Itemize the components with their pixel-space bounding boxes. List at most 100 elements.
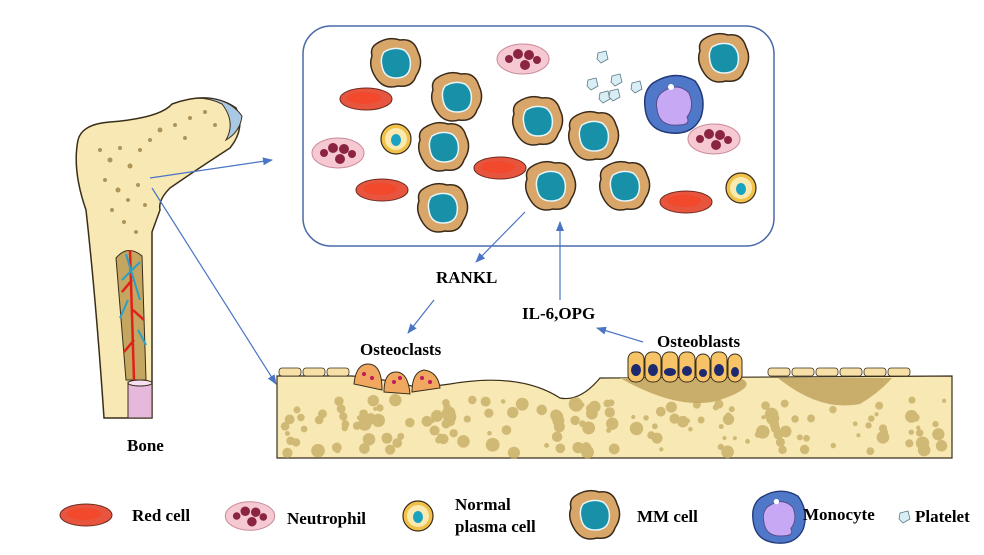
- bone-texture-dot: [282, 447, 293, 458]
- osteoclasts-cells: [353, 363, 441, 395]
- bone-texture-dot: [770, 423, 781, 434]
- bone-texture-dot: [432, 412, 440, 421]
- bone-texture-dot: [608, 443, 620, 455]
- bone-texture-dot: [935, 432, 942, 439]
- arrow-rankl-to-osteoclasts: [407, 299, 435, 334]
- bone-texture-dot: [555, 443, 566, 454]
- bone-texture-dot: [905, 439, 914, 448]
- bone-texture-dot: [449, 429, 458, 438]
- bone-texture-dot: [405, 417, 415, 428]
- bone-texture-dot: [905, 409, 918, 423]
- bone-texture-dot: [291, 438, 301, 447]
- bone-texture-dot: [865, 422, 872, 429]
- bone-texture-dot: [438, 433, 449, 445]
- bone-texture-dot: [908, 396, 916, 404]
- bone-texture-dot: [293, 406, 301, 414]
- bone-texture-dot: [920, 445, 928, 452]
- bone-texture-dot: [536, 404, 548, 416]
- bone-texture-dot: [829, 405, 837, 414]
- bone-texture-dot: [745, 438, 750, 444]
- mm-cell-icon: [568, 489, 621, 540]
- bone-texture-dot: [655, 406, 666, 417]
- bone-texture-dot: [381, 432, 393, 444]
- platelet-icon: [898, 510, 911, 524]
- bone-texture-dot: [721, 445, 734, 459]
- bone-texture-dot: [659, 447, 664, 452]
- red-cell: [355, 178, 409, 202]
- bone-texture-dot: [728, 406, 735, 413]
- bone-texture-dot: [874, 412, 879, 417]
- bone-texture-dot: [468, 395, 477, 405]
- bone-texture-dot: [367, 394, 379, 407]
- bone-texture-dot: [507, 446, 520, 459]
- bone-texture-dot: [852, 421, 858, 427]
- bone-texture-dot: [718, 424, 724, 429]
- legend-label-neutrophil: Neutrophil: [287, 509, 367, 528]
- neutrophil: [311, 137, 365, 169]
- neutrophil: [687, 123, 741, 155]
- bone-texture-dot: [421, 415, 433, 427]
- bone-texture-dot: [480, 396, 491, 407]
- bone-texture-dot: [582, 421, 596, 435]
- bone-texture-dot: [376, 404, 384, 412]
- bone-texture-dot: [280, 422, 290, 431]
- bone-texture-dot: [581, 445, 594, 459]
- bone-texture-dot: [485, 437, 500, 452]
- bone-texture-dot: [830, 442, 837, 449]
- rankl-label: RANKL: [436, 268, 498, 287]
- bone-texture-dot: [608, 419, 618, 429]
- red-cell: [659, 190, 713, 214]
- legend-label-monocyte: Monocyte: [803, 505, 875, 524]
- mm-cell: [416, 182, 469, 233]
- bone-texture-dot: [443, 410, 457, 424]
- bone-texture-dot: [311, 443, 325, 458]
- bone-texture-dot: [665, 401, 677, 413]
- bone-texture-dot: [297, 413, 305, 422]
- bone-texture-dot: [791, 415, 799, 423]
- bone-texture-dot: [916, 429, 924, 437]
- il6-opg-label: IL-6,OPG: [522, 304, 596, 323]
- neutrophil: [496, 43, 550, 75]
- bone-texture-dot: [807, 414, 815, 423]
- lining-cells-left: [278, 367, 350, 377]
- bone-texture-dot: [803, 434, 810, 442]
- legend-label-red-cell: Red cell: [132, 506, 191, 525]
- bone-texture-dot: [629, 421, 644, 436]
- bone-texture-dot: [941, 398, 947, 403]
- bone-texture-dot: [457, 435, 470, 448]
- bone-texture-dot: [362, 433, 376, 446]
- mm-cell: [524, 160, 577, 211]
- red-cell-icon: [59, 503, 113, 527]
- legend-label-plasma-line2: plasma cell: [455, 517, 536, 536]
- bone-texture-dot: [500, 399, 506, 404]
- mm-cell: [369, 37, 422, 88]
- bone-texture-dot: [572, 442, 584, 454]
- bone-texture-dot: [779, 425, 792, 438]
- bone-texture-dot: [761, 415, 766, 420]
- bone-texture-dot: [568, 397, 583, 411]
- bone-texture-dot: [935, 440, 948, 452]
- bone-texture-dot: [484, 408, 494, 418]
- bone-texture-dot: [366, 413, 376, 423]
- bone-texture-dot: [389, 393, 402, 407]
- bone-texture-dot: [712, 404, 719, 411]
- legend-label-plasma-line1: Normal: [455, 495, 511, 514]
- femur: [75, 97, 243, 419]
- bone-texture-dot: [334, 446, 341, 454]
- bone-texture-dot: [284, 430, 290, 436]
- bone-texture-dot: [373, 406, 378, 411]
- bone-texture-dot: [544, 442, 550, 448]
- bone-texture-dot: [551, 431, 563, 443]
- bone-texture-dot: [501, 425, 512, 435]
- bone-texture-dot: [397, 432, 405, 440]
- bone-texture-dot: [722, 413, 735, 425]
- legend-label-platelet: Platelet: [915, 507, 970, 526]
- bone-texture-dot: [317, 409, 327, 419]
- bone-texture-dot: [586, 444, 592, 450]
- plasma-cell: [380, 123, 412, 155]
- bone-texture-dot: [359, 409, 368, 419]
- bone-texture-dot: [359, 443, 370, 454]
- bone-texture-dot: [856, 433, 861, 438]
- bone-texture-dot: [604, 407, 615, 418]
